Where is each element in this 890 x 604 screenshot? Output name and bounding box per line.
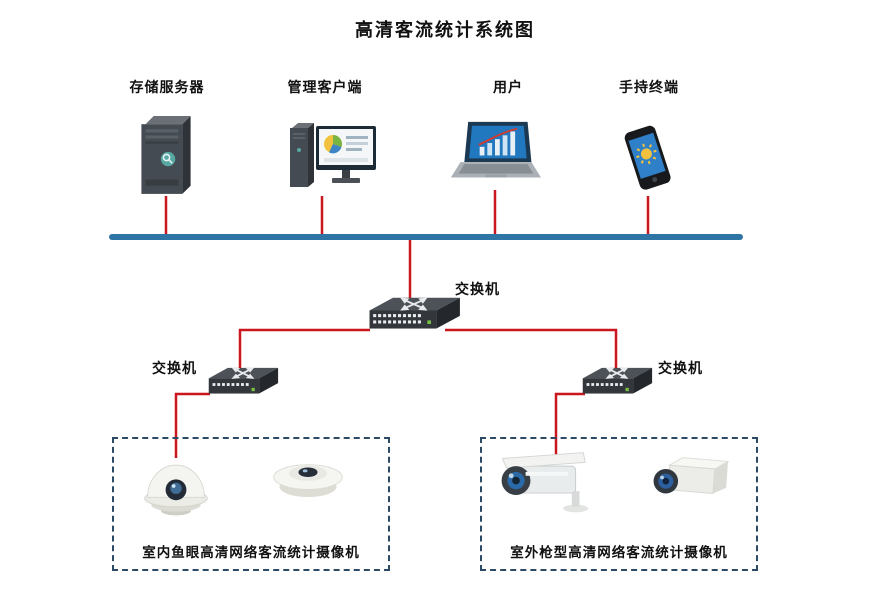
left-switch-label: 交换机 bbox=[152, 360, 197, 376]
management-client-icon bbox=[288, 120, 380, 198]
handheld-terminal-label: 手持终端 bbox=[619, 79, 679, 95]
outdoor-camera-group-label: 室外枪型高清网络客流统计摄像机 bbox=[510, 545, 728, 560]
page-title: 高清客流统计系统图 bbox=[355, 20, 535, 40]
core-switch-label: 交换机 bbox=[455, 281, 500, 297]
handheld-terminal-icon bbox=[612, 120, 682, 198]
left-switch-icon bbox=[204, 366, 280, 404]
user-laptop-icon bbox=[449, 120, 541, 189]
indoor-camera-group-box: 室内鱼眼高清网络客流统计摄像机 bbox=[112, 437, 390, 571]
management-client-label: 管理客户端 bbox=[287, 79, 363, 95]
box-camera-icon bbox=[640, 452, 735, 518]
storage-server-icon bbox=[139, 116, 193, 198]
outdoor-camera-group-box: 室外枪型高清网络客流统计摄像机 bbox=[480, 437, 758, 571]
link-core-to-left-switch bbox=[238, 328, 370, 368]
link-core-to-right-switch bbox=[445, 328, 618, 368]
core-switch-icon bbox=[362, 296, 462, 343]
bullet-camera-icon bbox=[487, 445, 595, 520]
right-switch-label: 交换机 bbox=[658, 360, 703, 376]
storage-server-label: 存储服务器 bbox=[129, 79, 205, 95]
fisheye-camera-icon bbox=[268, 452, 348, 504]
right-switch-icon bbox=[578, 366, 654, 404]
dome-camera-icon bbox=[140, 448, 212, 524]
user-label: 用户 bbox=[493, 79, 523, 95]
indoor-camera-group-label: 室内鱼眼高清网络客流统计摄像机 bbox=[142, 545, 360, 560]
